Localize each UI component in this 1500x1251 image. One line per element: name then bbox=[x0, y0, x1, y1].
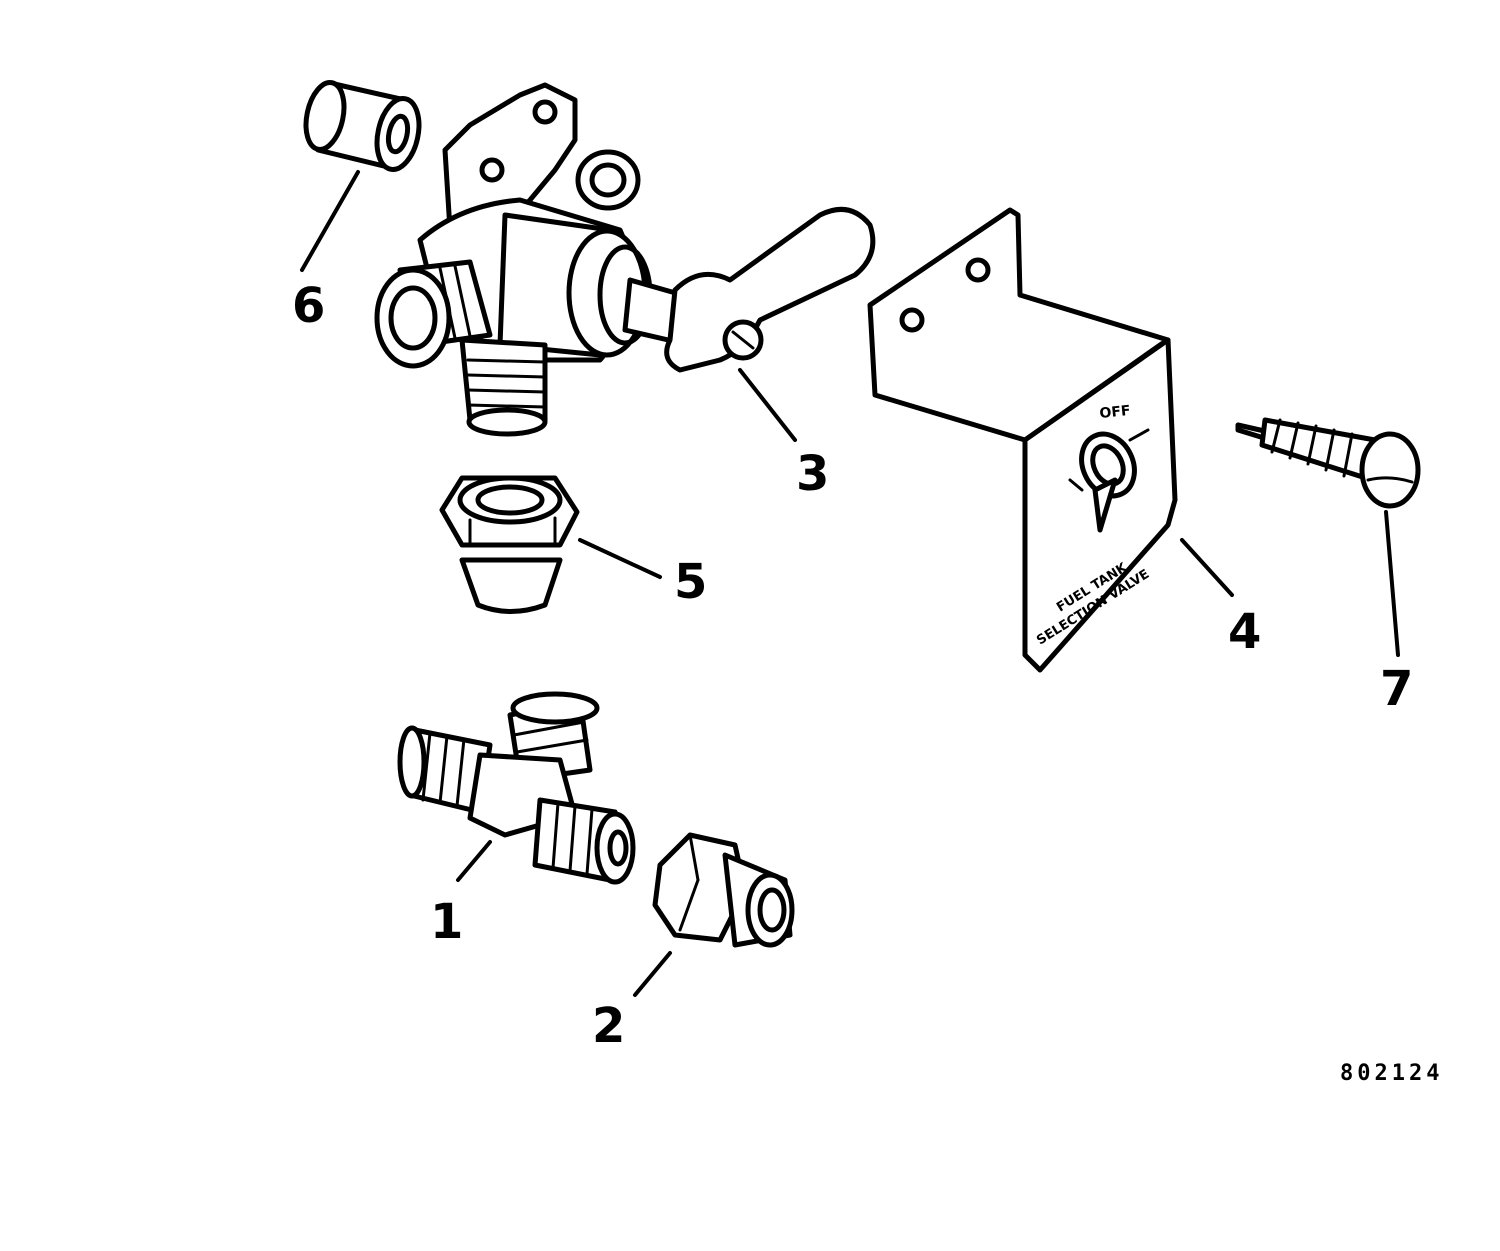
leader-7 bbox=[1384, 510, 1400, 657]
leader-1 bbox=[456, 840, 492, 882]
leader-6 bbox=[300, 170, 360, 272]
leader-4 bbox=[1180, 538, 1234, 597]
leader-lines bbox=[300, 170, 1400, 997]
part-3-selector-valve bbox=[374, 82, 876, 437]
callout-1: 1 bbox=[430, 894, 463, 950]
callout-3: 3 bbox=[796, 446, 829, 502]
callout-5: 5 bbox=[674, 554, 707, 610]
callout-2: 2 bbox=[592, 998, 625, 1054]
callout-7: 7 bbox=[1380, 661, 1413, 717]
part-4-mounting-bracket bbox=[867, 207, 1178, 673]
callout-6: 6 bbox=[292, 278, 325, 334]
callout-4: 4 bbox=[1228, 604, 1261, 660]
leader-3 bbox=[738, 368, 797, 442]
part-1-tee-fitting bbox=[397, 691, 636, 885]
part-7-screw bbox=[1235, 417, 1421, 509]
figure-number: 802124 bbox=[1340, 1061, 1443, 1086]
part-5-flare-nut bbox=[439, 475, 580, 614]
leader-2 bbox=[633, 951, 672, 997]
leader-5 bbox=[578, 538, 662, 579]
bracket-off-label: OFF bbox=[1099, 403, 1132, 422]
part-6-spacer-sleeve bbox=[303, 80, 422, 172]
part-2-adapter-nut bbox=[652, 832, 795, 948]
